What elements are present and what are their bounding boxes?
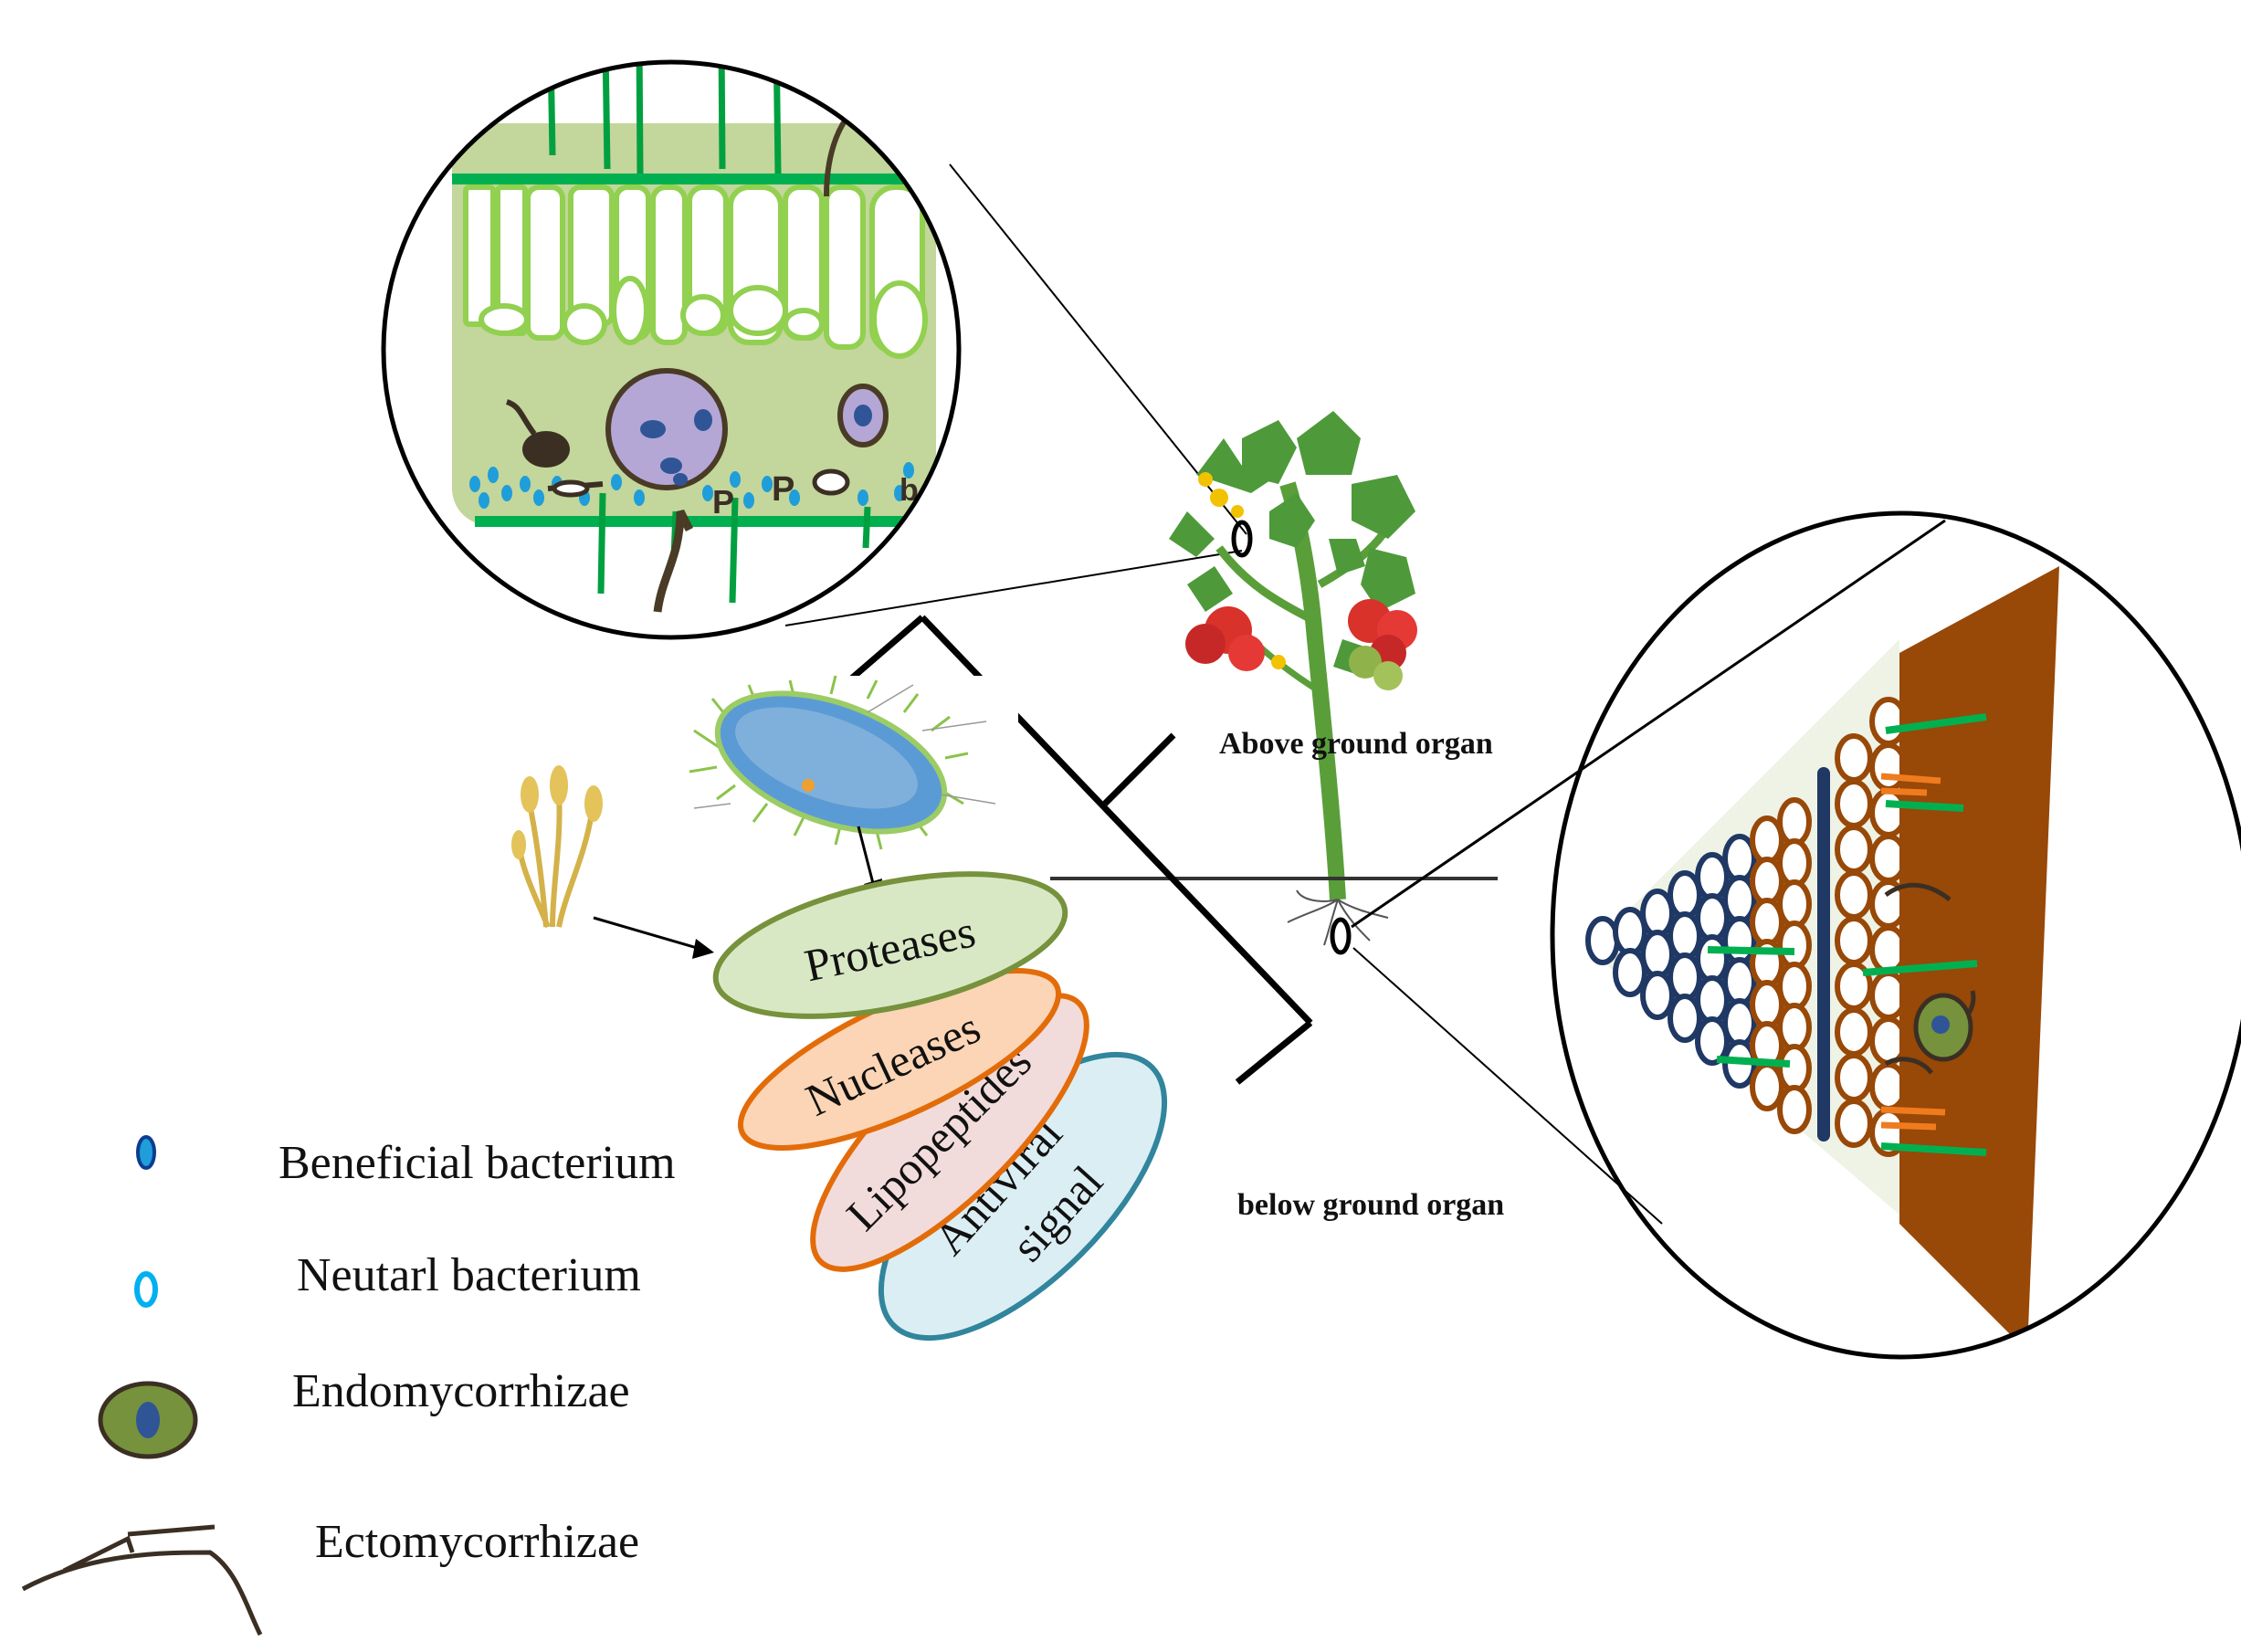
legend-label-beneficial: Beneficial bacterium <box>279 1137 676 1189</box>
root-brown-cells <box>1750 797 1812 1134</box>
leaf-zoom-circle <box>381 59 962 640</box>
leaf-zoom-line-top <box>949 163 1247 535</box>
root-zoom-line-top <box>1351 519 1946 929</box>
fungus-spores <box>511 765 603 859</box>
bacterium-granule <box>802 779 815 792</box>
fungal-spore <box>522 431 570 468</box>
upper-trichomes <box>547 62 782 174</box>
tomato-plant <box>1169 411 1417 955</box>
root-orange-hyphae <box>1880 773 1946 1131</box>
root-cross-section <box>1550 510 2241 1360</box>
fungus-illustration <box>518 794 594 929</box>
leaf-cross-section: P P b <box>381 59 962 640</box>
legend-label-ectomycorrhizae: Ectomycorrhizae <box>315 1516 639 1568</box>
legend-label-endomycorrhizae: Endomycorrhizae <box>292 1365 630 1417</box>
root-zoom-line-bottom <box>1352 947 1663 1225</box>
branch-left <box>1215 545 1318 626</box>
small-nucleus <box>854 405 872 426</box>
ectomycorrhizae-icon <box>21 1524 263 1636</box>
fungus-arrowhead <box>692 939 714 959</box>
beneficial-bacteria-cluster <box>469 462 914 509</box>
bacterium-cytoplasm <box>735 707 918 809</box>
spongy-cells <box>479 276 928 359</box>
proteases-ellipse: Proteases <box>712 871 1068 1019</box>
root-green-hyphae <box>1707 713 1987 1156</box>
plant-roots <box>1287 889 1389 946</box>
leaf-sample-marker <box>1231 520 1253 558</box>
endodermis-band <box>1817 767 1830 1142</box>
below-ground-label: below ground organ <box>1237 1188 1504 1222</box>
root-blue-cells <box>1585 834 1757 1089</box>
leaf-label-p2: P <box>772 470 794 509</box>
spore-hypha <box>505 399 537 436</box>
ectomycorrhizal-hypha-bottom <box>653 509 694 613</box>
hyphal-ring-1 <box>552 479 590 498</box>
legend: Beneficial bacterium Neutarl bacterium E… <box>21 1135 676 1636</box>
leaf-label-b: b <box>900 473 919 508</box>
plant-leaves <box>1169 411 1415 676</box>
beneficial-bacterium-icon <box>136 1135 156 1170</box>
bacterium-to-proteases-arrow <box>857 826 877 891</box>
legend-label-neutral: Neutarl bacterium <box>297 1249 641 1301</box>
root-zoom-circle <box>1550 510 2241 1360</box>
leaf-label-p1: P <box>712 483 734 521</box>
tomato-flowers <box>1198 472 1286 669</box>
fungus-to-proteases-arrow <box>593 916 704 952</box>
root-sample-marker <box>1330 917 1352 955</box>
endomycorrhizae-nucleus-icon <box>136 1402 160 1438</box>
leaf-zoom-line-bottom <box>784 550 1243 626</box>
plant-cell-with-nucleus <box>605 368 728 490</box>
tomato-fruits <box>1185 599 1417 690</box>
neutral-bacterium-icon <box>134 1271 158 1308</box>
soil-wedge <box>1899 566 2059 1352</box>
upper-epidermis <box>452 174 936 184</box>
bacterium-illustration <box>671 675 1018 850</box>
vesicle-nucleus <box>1931 1015 1950 1034</box>
above-ground-label: Above ground organ <box>1219 727 1493 761</box>
hyphal-ring-2 <box>812 468 850 496</box>
nucleus-contents <box>640 409 712 486</box>
lower-epidermis <box>475 516 913 527</box>
